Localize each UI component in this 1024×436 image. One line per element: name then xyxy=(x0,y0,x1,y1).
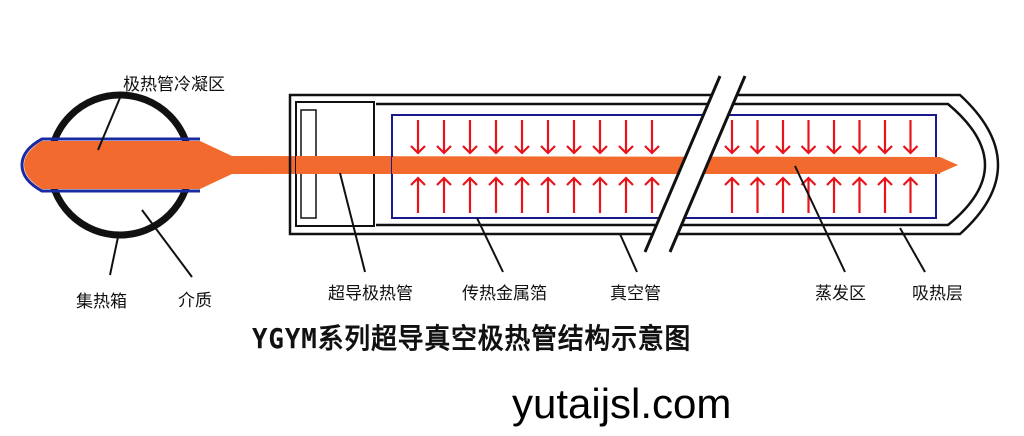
heat-pipe-segment xyxy=(296,156,394,174)
arrow-up xyxy=(436,176,452,213)
label-condenser-zone: 极热管冷凝区 xyxy=(123,75,225,95)
break-line-right xyxy=(668,75,747,253)
arrow-up xyxy=(644,176,660,213)
heat-flow-arrows xyxy=(410,120,919,213)
heat-pipe-evaporator xyxy=(392,157,940,174)
arrow-down xyxy=(436,120,452,155)
leader-lines xyxy=(97,92,926,278)
arrow-up xyxy=(826,176,842,213)
diagram-title: YGYM系列超导真空极热管结构示意图 xyxy=(252,322,692,355)
arrow-down xyxy=(826,120,842,155)
label-absorber-layer: 吸热层 xyxy=(912,284,963,304)
arrow-down xyxy=(514,120,530,155)
arrow-up xyxy=(724,176,740,213)
arrow-down xyxy=(851,120,868,155)
label-evaporation-zone: 蒸发区 xyxy=(815,284,866,304)
arrow-down xyxy=(644,120,660,155)
arrow-up xyxy=(514,176,530,213)
arrow-down xyxy=(775,120,791,155)
arrow-down xyxy=(592,120,608,155)
arrow-down xyxy=(540,120,556,155)
arrow-down xyxy=(618,120,634,155)
arrow-down xyxy=(566,120,582,155)
arrow-down xyxy=(800,120,817,155)
watermark: yutaijsl.com xyxy=(512,380,732,427)
arrow-down xyxy=(749,120,766,155)
arrow-down xyxy=(488,120,504,155)
vacuum-tube-outer xyxy=(288,93,1000,236)
arrow-up xyxy=(851,176,868,213)
arrow-up xyxy=(488,176,504,213)
arrow-up xyxy=(540,176,556,213)
arrow-up xyxy=(462,176,478,213)
arrow-down xyxy=(410,120,426,155)
break-line-left xyxy=(643,75,722,253)
label-header-box: 集热箱 xyxy=(76,292,127,312)
arrow-up xyxy=(749,176,766,213)
label-medium: 介质 xyxy=(178,291,212,311)
arrow-down xyxy=(877,120,893,155)
arrow-up xyxy=(902,176,919,213)
label-vacuum-tube: 真空管 xyxy=(610,284,661,304)
break-gap xyxy=(647,76,745,250)
vacuum-tube-inner xyxy=(376,102,987,227)
arrow-up xyxy=(410,176,426,213)
arrow-down xyxy=(902,120,919,155)
label-metal-fin: 传热金属箔 xyxy=(462,284,547,304)
arrow-down xyxy=(724,120,740,155)
arrow-up xyxy=(592,176,608,213)
arrow-down xyxy=(462,120,478,155)
label-superconducting-heat-pipe: 超导极热管 xyxy=(328,284,413,304)
heat-pipe-tip xyxy=(936,157,958,173)
arrow-up xyxy=(618,176,634,213)
arrow-up xyxy=(877,176,893,213)
arrow-up xyxy=(775,176,791,213)
arrow-up xyxy=(566,176,582,213)
condenser-sheath xyxy=(20,137,200,193)
